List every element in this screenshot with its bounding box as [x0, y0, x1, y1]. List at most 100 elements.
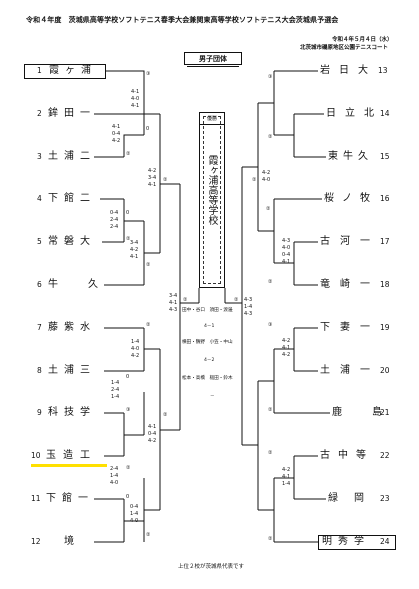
team-name: 桜ノ牧	[324, 193, 378, 204]
match-winner-mark: ②	[268, 536, 273, 542]
team-seed: 17	[380, 237, 390, 246]
match-score: 1-4 4-0 4-2	[131, 339, 140, 359]
match-winner-mark: ③	[146, 71, 151, 77]
team-name: 竜崎一	[320, 279, 380, 290]
final-lineup: 横田・鶴野 小笠・中山	[182, 340, 233, 345]
team-seed: 12	[31, 537, 41, 546]
team-seed: 2	[37, 109, 42, 118]
team-seed: 13	[378, 66, 388, 75]
final-lineup: 田中・谷口 須田・渡邊	[182, 308, 233, 313]
match-winner-mark: ③	[268, 74, 273, 80]
team-seed: 3	[37, 152, 42, 161]
team-box-highlight	[318, 535, 396, 550]
team-name: 常磐大	[48, 236, 96, 247]
match-score: 4-2 4-1 4-2	[282, 338, 291, 358]
match-winner-mark: ②	[268, 450, 273, 456]
team-name: 下妻一	[320, 322, 380, 333]
footnote: 上位２校が茨城県代表です	[178, 564, 245, 570]
match-score: 4-1 0-4 4-2	[112, 124, 121, 144]
match-score: 3-4 4-1 4-3	[169, 293, 178, 313]
team-name: 下館一	[46, 493, 94, 504]
team-seed: 5	[37, 237, 42, 246]
team-name: 鹿島	[332, 407, 412, 418]
match-score: 0-4 2-4 2-4	[110, 210, 119, 230]
team-seed: 21	[380, 408, 390, 417]
team-seed: 14	[380, 109, 390, 118]
event-date: 令和４年５月４日（水）	[332, 37, 393, 43]
match-winner-mark: 0	[146, 126, 150, 132]
team-name: 明秀学	[322, 536, 370, 547]
match-winner-mark: ②	[126, 151, 131, 157]
match-winner-mark: 0	[126, 374, 130, 380]
match-score: 1-4 2-4 1-4	[111, 380, 120, 400]
final-lineup: 松本・高橋 槌田・鈴木	[182, 376, 233, 381]
category-label: 男子団体	[184, 52, 242, 67]
team-name: 古河一	[320, 236, 380, 247]
team-seed: 20	[380, 366, 390, 375]
final-score: 4－2	[204, 358, 215, 363]
match-winner-mark: ②	[268, 407, 273, 413]
team-name: 牛久	[48, 279, 128, 290]
team-name: 鉾田一	[48, 108, 96, 119]
team-seed: 10	[31, 451, 41, 460]
match-winner-mark: ②	[126, 236, 131, 242]
match-winner-mark: ②	[234, 297, 239, 303]
match-winner-mark: 0	[126, 494, 130, 500]
match-score: 4-2 4-0	[262, 170, 271, 183]
match-winner-mark: ②	[146, 322, 151, 328]
match-score: 4-2 3-4 4-1	[148, 168, 157, 188]
match-winner-mark: ②	[268, 279, 273, 285]
team-name: 土浦二	[48, 151, 96, 162]
match-winner-mark: ③	[126, 407, 131, 413]
final-score: －	[210, 394, 215, 399]
team-name: 日立北	[326, 108, 383, 119]
team-seed: 8	[37, 366, 42, 375]
team-seed: 18	[380, 280, 390, 289]
team-seed: 24	[380, 537, 390, 546]
team-seed: 7	[37, 323, 42, 332]
team-seed: 1	[37, 66, 42, 75]
match-score: 4-3 4-0 0-4 4-1	[282, 238, 291, 265]
team-name: 霞ヶ浦	[49, 65, 97, 76]
team-name: 藤紫水	[48, 322, 96, 333]
team-name: 土浦一	[320, 365, 380, 376]
match-winner-mark: ②	[268, 134, 273, 140]
team-seed: 11	[31, 494, 41, 503]
event-venue: 北茨城市磯原地区公園テニスコート	[300, 45, 389, 51]
match-winner-mark: ②	[252, 177, 257, 183]
champion-dashed-frame	[203, 116, 221, 284]
match-winner-mark: ②	[183, 297, 188, 303]
match-score: 2-4 1-4 4-0	[110, 466, 119, 486]
champion-name: 霞ヶ浦高等学校	[206, 155, 217, 225]
match-winner-mark: ②	[163, 177, 168, 183]
team-seed: 22	[380, 451, 390, 460]
match-winner-mark: ②	[146, 532, 151, 538]
team-seed: 16	[380, 194, 390, 203]
team-seed: 6	[37, 280, 42, 289]
team-name: 下館二	[48, 193, 96, 204]
team-name: 東牛久	[328, 151, 373, 162]
champion-box: 優勝 霞ヶ浦高等学校	[199, 112, 225, 288]
team-name: 土浦三	[48, 365, 96, 376]
highlight-mark	[31, 464, 107, 467]
team-name: 科技学	[48, 407, 96, 418]
final-score: 4－1	[204, 324, 215, 329]
champion-label: 優勝	[200, 115, 224, 125]
team-seed: 15	[380, 152, 390, 161]
match-winner-mark: ②	[146, 262, 151, 268]
match-winner-mark: 0	[126, 210, 130, 216]
match-winner-mark: ②	[266, 206, 271, 212]
match-score: 4-2 4-1 1-4	[282, 467, 291, 487]
team-box-highlight	[24, 64, 106, 79]
team-seed: 4	[37, 194, 42, 203]
match-winner-mark: ③	[268, 322, 273, 328]
match-score: 0-4 1-4 4-0	[130, 504, 139, 524]
document-title: 令和４年度 茨城県高等学校ソフトテニス春季大会兼関東高等学校ソフトテニス大会茨城…	[26, 16, 339, 24]
match-score: 3-4 4-2 4-1	[130, 240, 139, 260]
match-score: 4-1 4-0 4-1	[131, 89, 140, 109]
team-seed: 23	[380, 494, 390, 503]
team-name: 境	[64, 536, 75, 547]
team-name: 緑岡	[328, 493, 380, 504]
